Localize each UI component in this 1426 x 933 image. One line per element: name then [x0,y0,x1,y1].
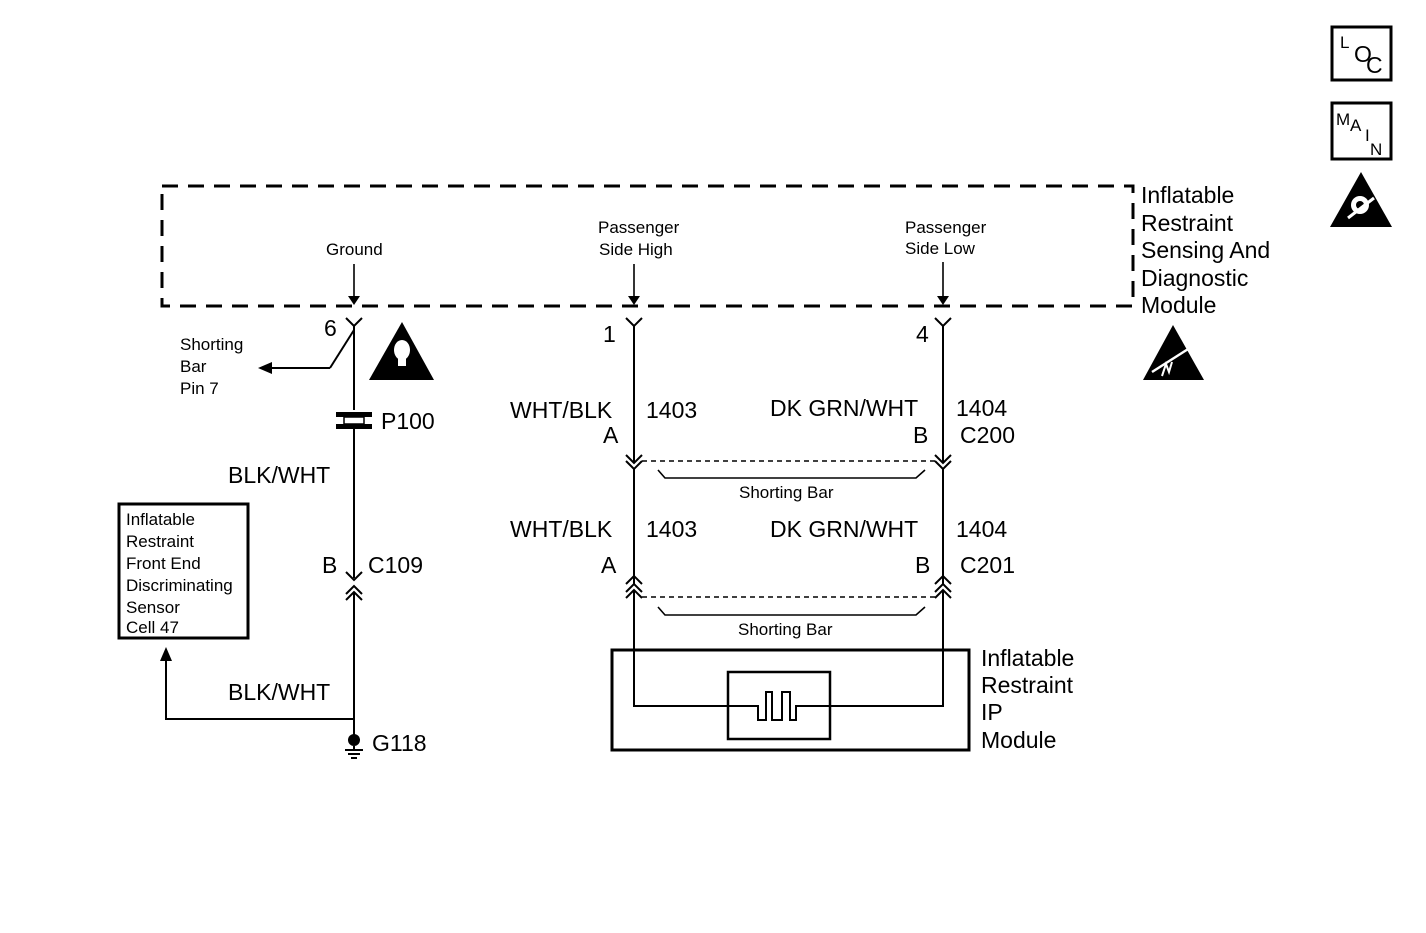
c200-cavity-b: B [913,422,928,448]
p100-connector [336,412,372,578]
c201-shorting-bar [642,596,935,616]
svg-text:M: M [1336,110,1350,129]
svg-text:C: C [1366,52,1383,78]
ip-module-label: Inflatable Restraint IP Module [981,645,1074,753]
low-circuit-wire [830,317,952,707]
front-sensor-reference-arrow [160,647,355,740]
high-circuit-number-c200: 1403 [646,397,697,423]
svg-text:O: O [1354,41,1372,67]
svg-text:Discriminating: Discriminating [126,576,233,595]
high-wire-color-c200: WHT/BLK [510,397,613,423]
pin-label-low-1: Passenger [905,218,987,237]
svg-text:Diagnostic: Diagnostic [1141,265,1248,291]
svg-text:Inflatable: Inflatable [126,510,195,529]
low-wire-color-c201: DK GRN/WHT [770,516,918,542]
sdm-module-outline [160,184,1135,308]
svg-text:Module: Module [981,727,1056,753]
sdm-pin-arrows [348,262,949,305]
airbag-warning-icon [1330,172,1392,227]
svg-text:Inflatable: Inflatable [1141,182,1234,208]
low-circuit-number-c200: 1404 [956,395,1007,421]
deployment-warning-icon [369,322,434,380]
high-circuit-wire [625,317,728,707]
svg-text:Shorting: Shorting [180,335,243,354]
svg-text:Sensing And: Sensing And [1141,237,1270,263]
p100-label: P100 [381,408,435,434]
pin-label-low-2: Side Low [905,239,976,258]
c200-cavity-a: A [603,422,619,448]
svg-text:A: A [1350,116,1362,135]
svg-text:Restraint: Restraint [1141,210,1234,236]
svg-text:Sensor: Sensor [126,598,180,617]
shorting-bar-pin7-label: Shorting Bar Pin 7 [180,335,243,398]
c201-cavity-b: B [915,552,930,578]
low-wire-color-c200: DK GRN/WHT [770,395,918,421]
high-wire-color-c201: WHT/BLK [510,516,613,542]
c201-label: C201 [960,552,1015,578]
svg-text:Module: Module [1141,292,1216,318]
c200-shorting-bar-label: Shorting Bar [739,483,834,502]
svg-text:Front End: Front End [126,554,201,573]
svg-text:Pin 7: Pin 7 [180,379,219,398]
loc-icon[interactable]: L O C [1330,25,1393,82]
svg-text:I: I [1365,126,1370,145]
pin-number-high: 1 [603,321,616,347]
svg-text:Cell 47: Cell 47 [126,618,179,637]
c109-label: C109 [368,552,423,578]
front-sensor-box[interactable] [117,502,250,640]
svg-text:L: L [1340,33,1349,52]
ground-wire-color-upper: BLK/WHT [228,462,330,488]
g118-label: G118 [372,730,427,756]
pin-label-ground: Ground [326,240,383,259]
low-circuit-number-c201: 1404 [956,516,1007,542]
svg-text:Bar: Bar [180,357,207,376]
c200-label: C200 [960,422,1015,448]
front-sensor-label: Inflatable Restraint Front End Discrimin… [126,510,233,637]
c200-shorting-bar [642,460,935,479]
pin-number-low: 4 [916,321,929,347]
c109-connector [345,571,363,738]
pin-number-ground: 6 [324,315,337,341]
ground-circuit-wire [258,317,363,410]
svg-text:Restraint: Restraint [981,672,1074,698]
inflator-squib-symbol [728,691,830,721]
pin-label-high-2: Side High [599,240,673,259]
esd-sensitive-icon [1143,325,1204,380]
svg-text:N: N [1370,140,1382,159]
sdm-module-label: Inflatable Restraint Sensing And Diagnos… [1141,182,1270,318]
c201-cavity-a: A [601,552,617,578]
pin-label-high-1: Passenger [598,218,680,237]
main-icon[interactable]: M A I N [1330,101,1393,161]
c201-shorting-bar-label: Shorting Bar [738,620,833,639]
high-circuit-number-c201: 1403 [646,516,697,542]
ip-module-outline[interactable] [610,648,971,752]
svg-text:Inflatable: Inflatable [981,645,1074,671]
ground-wire-color-lower: BLK/WHT [228,679,330,705]
c109-cavity: B [322,552,337,578]
svg-text:IP: IP [981,699,1003,725]
svg-text:Restraint: Restraint [126,532,194,551]
g118-ground-symbol [345,734,363,759]
